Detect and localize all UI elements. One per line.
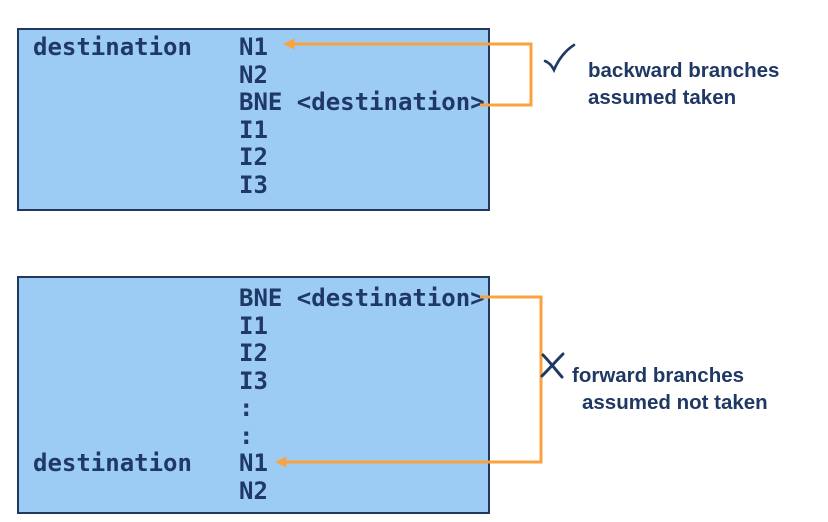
row-instruction: N2: [239, 476, 268, 505]
annotation-line2: assumed not taken: [582, 391, 768, 414]
row-label: destination: [33, 449, 192, 477]
row-label: [33, 172, 239, 200]
cross-icon: [540, 352, 565, 379]
code-row: I3: [19, 170, 488, 200]
code-row: N2: [19, 60, 488, 90]
check-icon: [543, 43, 576, 74]
row-instruction: I3: [239, 366, 268, 395]
code-row: BNE <destination>: [19, 284, 488, 313]
row-instruction: BNE <destination>: [239, 88, 485, 116]
code-row: BNE <destination>: [19, 88, 488, 117]
row-instruction: N1: [239, 449, 268, 477]
forward-annotation: forward branches assumed not taken: [540, 350, 768, 416]
code-row: destination N1: [19, 33, 488, 62]
row-label: [33, 285, 239, 313]
row-label: [33, 62, 239, 90]
row-label: [33, 368, 239, 396]
code-row: I3: [19, 366, 488, 396]
code-row: I1: [19, 115, 488, 145]
row-label: [33, 117, 239, 145]
row-instruction: :: [239, 421, 254, 450]
row-label: [33, 144, 239, 172]
forward-branch-code-box: BNE <destination> I1 I2 I3 : : destinati…: [17, 276, 490, 514]
row-label: destination: [33, 33, 192, 61]
code-row: I1: [19, 311, 488, 341]
row-instruction: I2: [239, 339, 268, 367]
row-instruction: N2: [239, 60, 268, 89]
row-label: [33, 478, 239, 506]
row-label: [33, 89, 239, 117]
row-label: [33, 313, 239, 341]
code-row: :: [19, 421, 488, 451]
row-instruction: I1: [239, 311, 268, 340]
code-row: N2: [19, 476, 488, 506]
row-instruction: I1: [239, 115, 268, 144]
row-instruction: N1: [239, 33, 268, 61]
code-row: :: [19, 394, 488, 423]
code-row: I2: [19, 339, 488, 368]
backward-annotation: backward branches assumed taken: [542, 42, 779, 111]
annotation-line2: assumed taken: [588, 86, 737, 109]
row-instruction: I3: [239, 170, 268, 199]
code-row: I2: [19, 143, 488, 172]
row-label: [33, 340, 239, 368]
row-instruction: I2: [239, 143, 268, 171]
row-instruction: :: [239, 394, 254, 422]
annotation-line1: forward branches: [572, 364, 745, 387]
row-instruction: BNE <destination>: [239, 284, 485, 312]
code-row: destination N1: [19, 449, 488, 478]
row-label: [33, 423, 239, 451]
annotation-line1: backward branches: [588, 59, 780, 82]
row-label: [33, 395, 239, 423]
backward-branch-code-box: destination N1 N2 BNE <destination> I1 I…: [17, 28, 490, 211]
